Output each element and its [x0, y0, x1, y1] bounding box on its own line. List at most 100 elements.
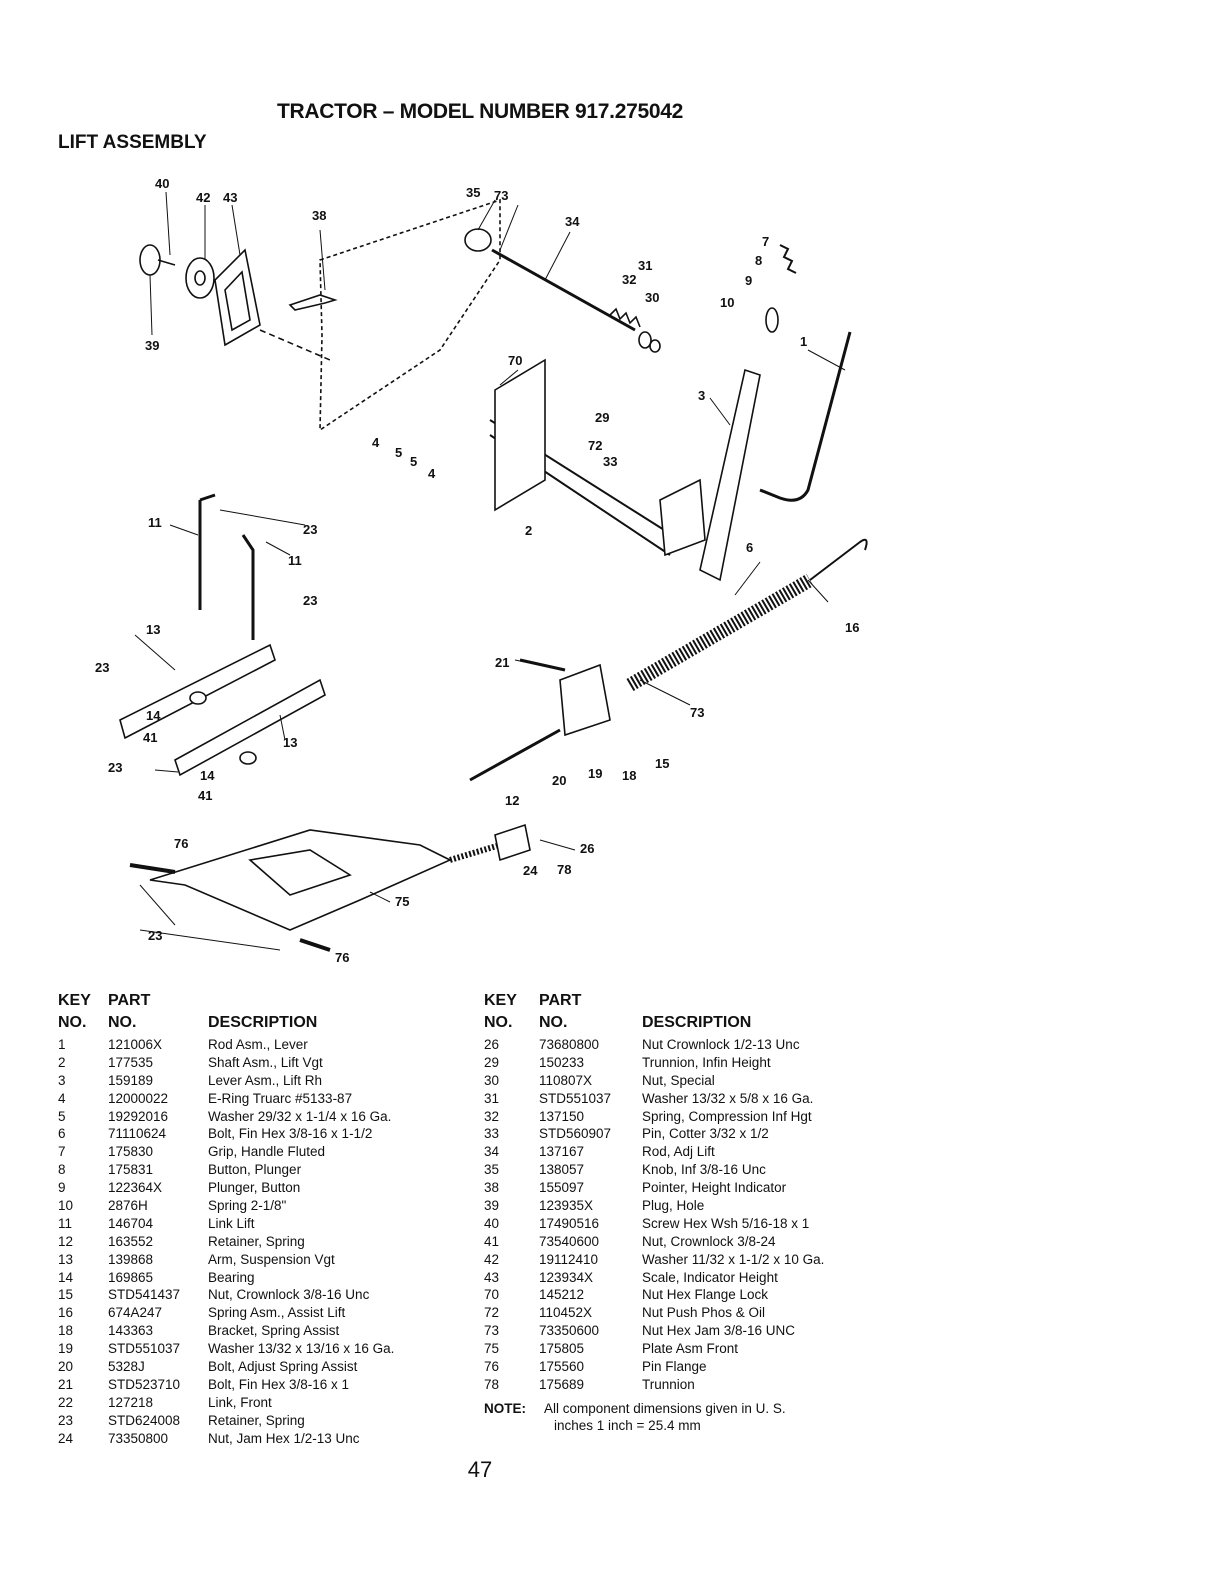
- part-header-1: PART: [108, 992, 151, 1009]
- part-description: Link, Front: [208, 1394, 272, 1410]
- callout-label: 14: [200, 768, 215, 783]
- part-description: E-Ring Truarc #5133-87: [208, 1090, 353, 1106]
- key-number: 15: [58, 1287, 74, 1303]
- part-description: Bracket, Spring Assist: [208, 1323, 340, 1339]
- pointer-part-38: [288, 294, 338, 311]
- callout-label: 73: [494, 188, 508, 203]
- key-number: 23: [58, 1412, 74, 1428]
- part-header-2: NO.: [108, 1014, 137, 1031]
- part-description: Grip, Handle Fluted: [208, 1144, 326, 1160]
- callout-label: 76: [174, 836, 188, 851]
- part-header-2: NO.: [539, 1014, 568, 1031]
- assist-spring-part-16: [626, 573, 814, 692]
- part-number: 674A247: [108, 1305, 163, 1321]
- part-description: Knob, Inf 3/8-16 Unc: [642, 1162, 766, 1178]
- callout-label: 4: [372, 435, 380, 450]
- part-header-1: PART: [539, 992, 582, 1009]
- part-number: 169865: [108, 1269, 154, 1285]
- rod-part-1: [759, 331, 852, 502]
- callout-label: 10: [720, 295, 734, 310]
- key-number: 40: [484, 1215, 500, 1231]
- part-number: 175831: [108, 1162, 154, 1178]
- description-header: DESCRIPTION: [642, 1014, 752, 1031]
- callout-label: 32: [622, 272, 636, 287]
- key-number: 7: [58, 1144, 66, 1160]
- callout-label: 16: [845, 620, 859, 635]
- callout-label: 24: [523, 863, 538, 878]
- part-number: 163552: [108, 1233, 154, 1249]
- part-number: 159189: [108, 1072, 154, 1088]
- callout-label: 2: [525, 523, 532, 538]
- key-number: 3: [58, 1072, 66, 1088]
- callout-label: 39: [145, 338, 159, 353]
- part-description: Retainer, Spring: [208, 1233, 305, 1249]
- compression-spring-part-32: [609, 307, 641, 328]
- part-description: Pin Flange: [642, 1359, 707, 1375]
- callout-label: 4: [428, 466, 436, 481]
- part-number: STD624008: [108, 1412, 181, 1428]
- callout-label: 11: [288, 553, 302, 568]
- part-number: 137150: [539, 1108, 585, 1124]
- part-description: Retainer, Spring: [208, 1412, 305, 1428]
- callout-label: 23: [303, 593, 317, 608]
- callout-label: 29: [595, 410, 609, 425]
- part-description: Plunger, Button: [208, 1180, 301, 1196]
- key-number: 5: [58, 1108, 66, 1124]
- part-description: Pointer, Height Indicator: [642, 1180, 787, 1196]
- callout-label: 7: [762, 234, 769, 249]
- part-description: Scale, Indicator Height: [642, 1269, 778, 1285]
- part-number: 73350800: [108, 1430, 169, 1446]
- part-description: Nut, Special: [642, 1072, 715, 1088]
- callout-label: 23: [148, 928, 162, 943]
- part-description: Arm, Suspension Vgt: [208, 1251, 335, 1267]
- callout-label: 76: [335, 950, 349, 965]
- key-number: 30: [484, 1072, 500, 1088]
- key-number: 24: [58, 1430, 74, 1446]
- part-number: 122364X: [108, 1180, 163, 1196]
- part-description: Bolt, Adjust Spring Assist: [208, 1359, 358, 1375]
- part-number: 145212: [539, 1287, 585, 1303]
- part-description: Plug, Hole: [642, 1198, 705, 1214]
- key-number: 10: [58, 1198, 74, 1214]
- key-number: 14: [58, 1269, 74, 1285]
- part-description: Screw Hex Wsh 5/16-18 x 1: [642, 1215, 810, 1231]
- key-number: 20: [58, 1359, 74, 1375]
- part-number: STD523710: [108, 1376, 181, 1392]
- part-number: 123934X: [539, 1269, 594, 1285]
- callout-label: 8: [755, 253, 762, 268]
- part-description: Rod Asm., Lever: [208, 1037, 308, 1052]
- callout-label: 70: [508, 353, 522, 368]
- key-number: 21: [58, 1376, 74, 1392]
- part-description: Bearing: [208, 1269, 255, 1285]
- callout-label: 43: [223, 190, 237, 205]
- part-number: 127218: [108, 1394, 154, 1410]
- scale-part-43: [214, 248, 261, 347]
- part-number: 73350600: [539, 1323, 600, 1339]
- part-description: Pin, Cotter 3/32 x 1/2: [642, 1126, 769, 1142]
- callout-label: 72: [588, 438, 602, 453]
- trunnion-part-78: [494, 823, 531, 862]
- key-number: 13: [58, 1251, 74, 1267]
- description-header: DESCRIPTION: [208, 1014, 318, 1031]
- callout-label: 5: [410, 454, 417, 469]
- callout-label: 31: [638, 258, 652, 273]
- part-number: 73540600: [539, 1233, 600, 1249]
- key-number: 43: [484, 1269, 500, 1285]
- part-number: 175689: [539, 1376, 585, 1392]
- key-header-2: NO.: [58, 1014, 87, 1031]
- callout-label: 15: [655, 756, 669, 771]
- callout-label: 11: [148, 515, 162, 530]
- callout-label: 18: [622, 768, 636, 783]
- key-number: 70: [484, 1287, 500, 1303]
- part-number: 175805: [539, 1341, 585, 1357]
- key-number: 2: [58, 1054, 66, 1070]
- callout-label: 20: [552, 773, 566, 788]
- key-number: 26: [484, 1037, 500, 1052]
- part-description: Rod, Adj Lift: [642, 1144, 715, 1160]
- callout-label: 21: [495, 655, 509, 670]
- part-description: Washer 13/32 x 5/8 x 16 Ga.: [642, 1090, 814, 1106]
- part-description: Washer 11/32 x 1-1/2 x 10 Ga.: [642, 1251, 825, 1267]
- part-description: Nut, Jam Hex 1/2-13 Unc: [208, 1430, 360, 1446]
- part-description: Spring 2-1/8": [208, 1198, 287, 1214]
- key-number: 32: [484, 1108, 500, 1124]
